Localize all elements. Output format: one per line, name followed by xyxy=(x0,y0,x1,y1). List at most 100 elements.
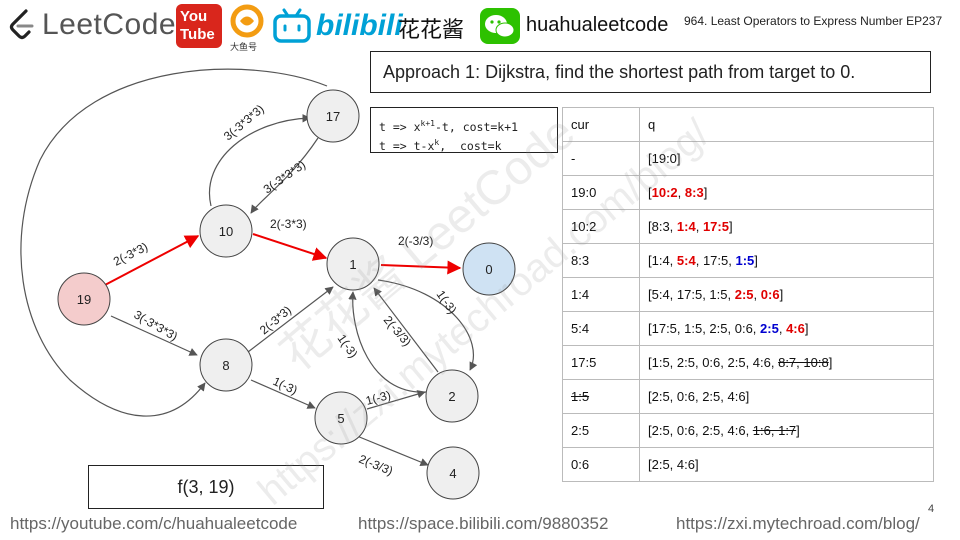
youtube-icon xyxy=(176,4,222,48)
wechat-icon xyxy=(480,8,520,44)
cell-cur: 10:2 xyxy=(562,209,640,244)
table-row: 19:0[10:2, 8:3] xyxy=(562,175,934,210)
queue-entry: [17:5, 1:5, 2:5, 0:6, xyxy=(648,321,761,336)
svg-text:2: 2 xyxy=(448,389,455,404)
table-header-row: cur q xyxy=(562,107,934,142)
queue-entry: , 17:5, xyxy=(695,253,736,268)
edge-5-2 xyxy=(366,390,426,410)
edge-10-1 xyxy=(252,233,328,261)
dayu-logo: 大鱼号 xyxy=(230,4,266,52)
graph-node: 19 xyxy=(57,272,111,326)
cell-q: [17:5, 1:5, 2:5, 0:6, 2:5, 4:6] xyxy=(639,311,934,346)
edge-17-8 xyxy=(20,68,328,417)
queue-entry: 17:5 xyxy=(702,219,729,234)
rule2-sup: k xyxy=(434,137,440,147)
edge-17-10 xyxy=(250,137,319,214)
cell-q: [1:5, 2:5, 0:6, 2:5, 4:6, 8:7, 10:8] xyxy=(639,345,934,380)
cell-q: [19:0] xyxy=(639,141,934,176)
table-row: 8:3[1:4, 5:4, 17:5, 1:5] xyxy=(562,243,934,278)
queue-entry: 1:6, 1:7 xyxy=(752,423,797,438)
cell-cur: - xyxy=(562,141,640,176)
queue-entry: ] xyxy=(754,253,758,268)
edge-label-10-17: 3(-3*3*3) xyxy=(221,102,267,144)
cell-q: [2:5, 4:6] xyxy=(639,447,934,482)
footer-blog-url: https://zxi.mytechroad.com/blog/ xyxy=(676,514,920,533)
queue-entry: [1:5, 2:5, 0:6, 2:5, 4:6, xyxy=(648,355,779,370)
bilibili-tv-icon xyxy=(273,8,311,43)
table-row: 5:4[17:5, 1:5, 2:5, 0:6, 2:5, 4:6] xyxy=(562,311,934,346)
cell-cur: 1:5 xyxy=(562,379,640,414)
youtube-label-bottom: Tube xyxy=(180,26,215,43)
svg-text:10: 10 xyxy=(219,224,233,239)
edge-19-8 xyxy=(110,315,198,356)
queue-entry: [5:4, 17:5, 1:5, xyxy=(648,287,735,302)
queue-entry: 2:5 xyxy=(760,321,779,336)
queue-entry: , xyxy=(753,287,761,302)
youtube-label-top: You xyxy=(180,8,208,25)
queue-entry: [1:4, xyxy=(648,253,677,268)
queue-entry: 8:7, 10:8 xyxy=(778,355,829,370)
edge-label-5-4: 2(-3/3) xyxy=(357,452,395,478)
rule1-sup: k+1 xyxy=(420,119,435,128)
queue-entry: 1:5 xyxy=(735,253,755,268)
approach-title: Approach 1: Dijkstra, find the shortest … xyxy=(370,51,931,93)
table-row: 0:6[2:5, 4:6] xyxy=(562,447,934,482)
cell-q: [1:4, 5:4, 17:5, 1:5] xyxy=(639,243,934,278)
bilibili-label: bilibili xyxy=(316,9,403,42)
queue-entry: ] xyxy=(804,321,809,336)
dijkstra-graph: 2(-3*3) 3(-3*3*3) 3(-3*3*3) 3(-3*3*3) 2(… xyxy=(20,68,516,500)
queue-entry: ] xyxy=(779,287,784,302)
queue-entry: , xyxy=(695,219,703,234)
cell-q: [10:2, 8:3] xyxy=(639,175,934,210)
table-row: 10:2[8:3, 1:4, 17:5] xyxy=(562,209,934,244)
queue-entry: ] xyxy=(703,185,708,200)
edge-label-19-8: 3(-3*3*3) xyxy=(132,307,181,343)
graph-node: 2 xyxy=(425,369,479,423)
footer-bilibili-url: https://space.bilibili.com/9880352 xyxy=(358,514,609,533)
edge-8-5 xyxy=(250,379,316,409)
queue-entry: [8:3, xyxy=(648,219,677,234)
edge-label-5-2: 1(-3) xyxy=(364,388,392,408)
svg-text:5: 5 xyxy=(337,411,344,426)
table-row: 1:4 [5:4, 17:5, 1:5, 2:5, 0:6] xyxy=(562,277,934,312)
queue-entry: [2:5, 0:6, 2:5, 4:6] xyxy=(648,389,750,404)
queue-entry: 0:6 xyxy=(760,287,780,302)
svg-text:8: 8 xyxy=(222,358,229,373)
queue-entry: , xyxy=(677,185,685,200)
queue-entry: 8:3 xyxy=(684,185,704,200)
rule1-suffix: -t, cost=k+1 xyxy=(435,119,519,134)
graph-node: 17 xyxy=(306,89,360,143)
edge-2-1-b xyxy=(373,287,439,373)
queue-entry: 10:2 xyxy=(651,185,678,200)
cell-q: [2:5, 0:6, 2:5, 4:6] xyxy=(639,379,934,414)
cell-cur: 1:4 xyxy=(562,277,640,312)
cell-cur: 8:3 xyxy=(562,243,640,278)
queue-entry: [2:5, 4:6] xyxy=(648,457,699,472)
rule2-prefix: t => t-x xyxy=(379,138,435,153)
leetcode-logo: LeetCode xyxy=(8,8,176,42)
graph-node: 4 xyxy=(426,446,480,500)
channel-name: huahualeetcode xyxy=(526,14,669,36)
graph-node: 10 xyxy=(199,204,253,258)
graph-node: 1 xyxy=(326,237,380,291)
graph-node: 5 xyxy=(314,391,368,445)
graph-node: 8 xyxy=(199,338,253,392)
cell-cur: 2:5 xyxy=(562,413,640,448)
edge-label-10-1: 2(-3*3) xyxy=(270,217,307,231)
edge-label-1-0: 2(-3/3) xyxy=(398,234,433,248)
svg-text:4: 4 xyxy=(449,466,456,481)
transition-rules: t => xk+1-t, cost=k+1 t => t-xk, cost=k xyxy=(370,107,558,153)
cell-q: [8:3, 1:4, 17:5] xyxy=(639,209,934,244)
queue-entry: [ xyxy=(648,185,652,200)
page-number: 4 xyxy=(928,503,935,515)
table-row: 2:5[2:5, 0:6, 2:5, 4:6, 1:6, 1:7] xyxy=(562,413,934,448)
leetcode-icon xyxy=(9,9,34,40)
youtube-logo: You Tube xyxy=(176,4,222,48)
queue-entry: 2:5 xyxy=(734,287,754,302)
cell-cur: 19:0 xyxy=(562,175,640,210)
table-row: 17:5[1:5, 2:5, 0:6, 2:5, 4:6, 8:7, 10:8] xyxy=(562,345,934,380)
queue-entry: ] xyxy=(796,423,800,438)
dayu-label: 大鱼号 xyxy=(230,42,258,52)
edge-label-1-2: 1(-3) xyxy=(434,288,460,317)
edge-label-17-10: 3(-3*3*3) xyxy=(261,157,308,196)
